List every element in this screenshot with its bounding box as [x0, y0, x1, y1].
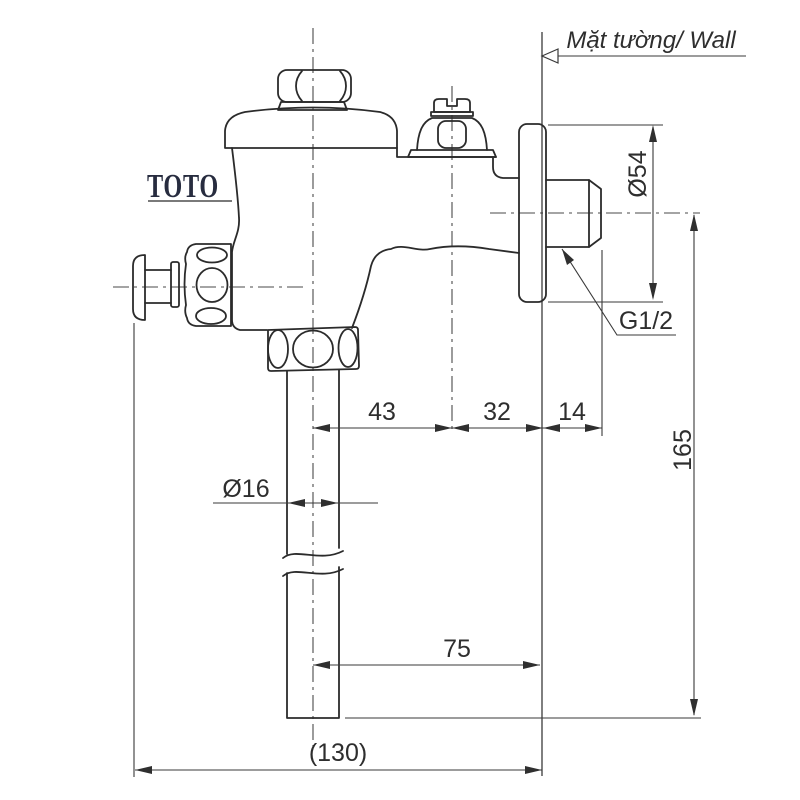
wall-label: Mặt tường/ Wall: [566, 27, 736, 54]
cap-nut-outline: [277, 69, 352, 103]
wall-reference: Mặt tường/ Wall: [540, 27, 746, 776]
dimension-75: 75: [313, 635, 540, 669]
push-button-assembly: [132, 243, 232, 327]
arrowhead: [321, 499, 338, 507]
cap-nut-facet-left: [295, 70, 303, 102]
dim-43-label: 43: [368, 398, 396, 426]
arrowhead: [313, 661, 330, 669]
dim-75-label: 75: [443, 635, 471, 663]
arrowhead: [288, 499, 305, 507]
dimension-flange-diameter: Ø54: [548, 124, 663, 303]
dimension-pipe-diameter: Ø16: [213, 475, 378, 507]
arrowhead: [525, 766, 542, 774]
arrowhead: [649, 125, 657, 142]
thread-size-label: G1/2: [619, 307, 673, 335]
dimension-height: 165: [345, 214, 701, 719]
arrowhead: [543, 424, 560, 432]
wall-connection: [518, 123, 602, 303]
pipe-break-lower: [282, 568, 344, 577]
arm-step-corner: [492, 157, 520, 179]
thread-fitting: [545, 179, 602, 248]
screw-window: [437, 120, 467, 149]
arrowhead: [585, 424, 602, 432]
dim-d54-label: Ø54: [624, 150, 652, 197]
arrowhead: [523, 661, 540, 669]
screw-head: [433, 98, 471, 113]
cap-nut-washer: [277, 101, 348, 111]
arrowhead: [690, 214, 698, 231]
pipe-break-upper: [282, 550, 344, 559]
arrowhead: [649, 283, 657, 300]
arrowhead: [313, 424, 330, 432]
arrowhead: [526, 424, 543, 432]
adjustment-screw: [407, 98, 497, 158]
cap-nut-facet-right: [339, 70, 347, 102]
brand-logo: TOTO: [147, 168, 219, 205]
pipe-lower-section: [286, 566, 340, 719]
bottom-nut-outline: [267, 326, 360, 372]
arrowhead: [135, 766, 152, 774]
valve-body: TOTO: [147, 69, 520, 331]
wall-flange: [518, 123, 547, 303]
arrowhead: [562, 249, 574, 265]
dim-14-label: 14: [558, 398, 586, 426]
body-left-edge: [231, 147, 268, 331]
arrowhead: [435, 424, 452, 432]
dim-165-label: 165: [669, 429, 697, 471]
screw-head-washer: [430, 111, 474, 117]
dim-32-label: 32: [483, 398, 511, 426]
thread-leader: [561, 248, 676, 336]
arrowhead: [452, 424, 469, 432]
knurl-ellipse-top: [196, 246, 228, 264]
thread-callout: G1/2: [561, 248, 676, 336]
outlet-assembly: [267, 326, 360, 719]
screw-base-plate: [407, 149, 497, 158]
arrowhead: [690, 699, 698, 716]
dim-130-label: (130): [309, 739, 367, 767]
bottom-knurl-right: [337, 328, 359, 368]
bottom-knurl-left: [267, 329, 289, 369]
wall-arrow-icon: [540, 48, 559, 64]
dimension-row-top: 43 32 14: [313, 250, 603, 436]
centerlines: [113, 28, 700, 748]
knurl-ellipse-bottom: [195, 307, 227, 325]
body-lower-curve: [351, 245, 520, 329]
button-cap: [132, 254, 146, 321]
button-ring: [170, 261, 180, 308]
dome-cover: [224, 106, 398, 149]
bottom-knurl-center: [292, 329, 334, 369]
knurl-ellipse-middle: [195, 267, 229, 303]
knurled-nut-outline: [183, 243, 232, 327]
dim-d16-label: Ø16: [222, 475, 269, 503]
top-cap-nut: [277, 69, 352, 111]
dimension-overall: (130): [133, 323, 542, 777]
screw-dome: [416, 117, 488, 151]
